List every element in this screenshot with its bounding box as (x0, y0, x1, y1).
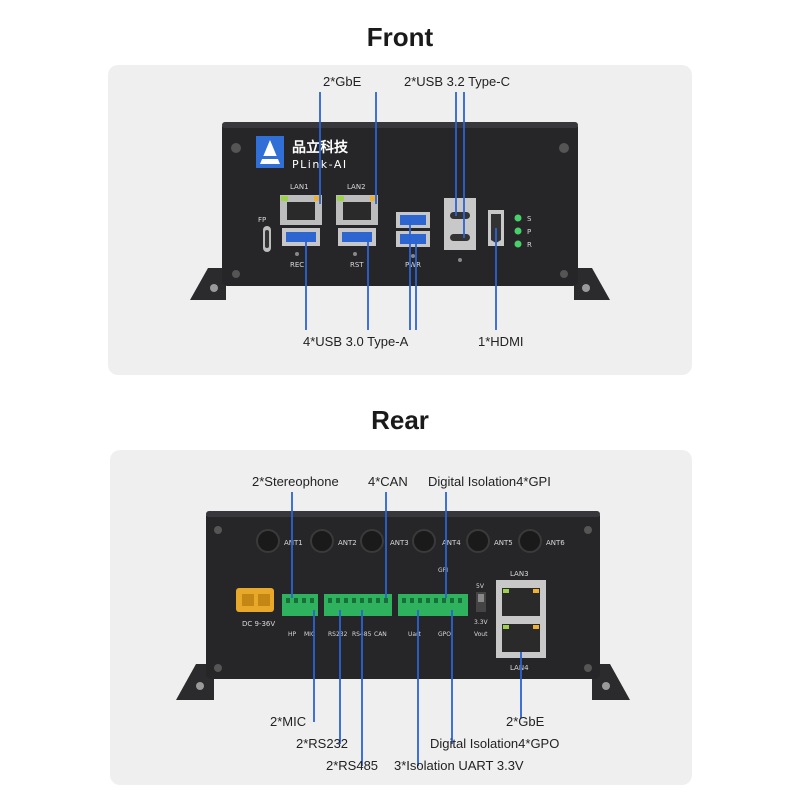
callout-rear-gpo: Digital Isolation4*GPO (430, 736, 560, 751)
callout-rear-gpi: Digital Isolation4*GPI (428, 474, 551, 489)
can-silk: CAN (374, 631, 387, 638)
ant4-silk: ANT4 (442, 539, 461, 547)
ant5-silk: ANT5 (494, 539, 513, 547)
front-flange-hole-right (582, 284, 590, 292)
ant6-silk: ANT6 (546, 539, 565, 547)
front-flange-left (190, 268, 226, 300)
callout-rear-rs232: 2*RS232 (296, 736, 349, 751)
front-title: Front (366, 22, 434, 52)
brand-name-en: PLink-AI (292, 158, 348, 171)
lan4-silk: LAN4 (510, 664, 529, 672)
callout-rear-uart: 3*Isolation UART 3.3V (394, 758, 524, 773)
callout-rear-rs485: 2*RS485 (326, 758, 379, 773)
front-leader-lines (305, 92, 497, 330)
rear-flange-right (592, 664, 630, 700)
dc-silk: DC 9-36V (242, 620, 275, 628)
callout-rear-mic: 2*MIC (270, 714, 307, 729)
led-p (514, 227, 522, 235)
mic-silk: MIC (304, 631, 315, 638)
r-silk: R (527, 241, 532, 249)
gpo-silk: GPO (438, 631, 451, 638)
led-r (514, 240, 522, 248)
lan2-silk: LAN2 (347, 183, 366, 191)
gpi-silk: GPI (438, 567, 448, 574)
ant2-silk: ANT2 (338, 539, 357, 547)
rst-silk: RST (350, 261, 364, 269)
rear-flange-left (176, 664, 214, 700)
terminal-blocks (282, 594, 468, 616)
hp-silk: HP (288, 631, 297, 638)
terminal-block-hp-mic (282, 594, 318, 616)
callout-front-gbe: 2*GbE (323, 74, 362, 89)
lan1-silk: LAN1 (290, 183, 309, 191)
terminal-block-rs232-rs485-can (324, 594, 392, 616)
front-flange-hole-left (210, 284, 218, 292)
antenna-4 (412, 529, 436, 553)
usb-c-port-2 (450, 234, 470, 241)
antenna-1 (256, 529, 280, 553)
antenna-6 (518, 529, 542, 553)
callout-front-usb-a: 4*USB 3.0 Type-A (303, 334, 409, 349)
lan3-silk: LAN3 (510, 570, 529, 578)
uart-silk: Uart (408, 631, 422, 638)
callout-rear-gbe: 2*GbE (506, 714, 545, 729)
callout-front-hdmi: 1*HDMI (478, 334, 524, 349)
rear-title: Rear (371, 405, 429, 435)
front-flange-right (574, 268, 610, 300)
antenna-2 (310, 529, 334, 553)
antenna-3 (360, 529, 384, 553)
terminal-block-uart-gpo (398, 594, 468, 616)
callout-rear-stereophone: 2*Stereophone (252, 474, 339, 489)
3v3-silk: 3.3V (474, 619, 489, 626)
usb-c-port-1 (450, 212, 470, 219)
rear-leader-lines (291, 492, 522, 766)
5v-silk: 5V (476, 583, 485, 590)
fp-silk: FP (258, 216, 266, 224)
rs232-silk: RS232 (328, 631, 348, 638)
ant1-silk: ANT1 (284, 539, 303, 547)
callout-rear-can: 4*CAN (368, 474, 408, 489)
s-silk: S (527, 215, 532, 223)
vout-silk: Vout (474, 631, 488, 638)
rec-silk: REC (290, 261, 304, 269)
pwr-silk: PWR (405, 261, 421, 269)
led-s (514, 214, 522, 222)
ant3-silk: ANT3 (390, 539, 409, 547)
p-silk: P (527, 228, 531, 236)
antenna-5 (466, 529, 490, 553)
callout-front-usb-c: 2*USB 3.2 Type-C (404, 74, 510, 89)
usb-c-port-block (444, 198, 476, 250)
